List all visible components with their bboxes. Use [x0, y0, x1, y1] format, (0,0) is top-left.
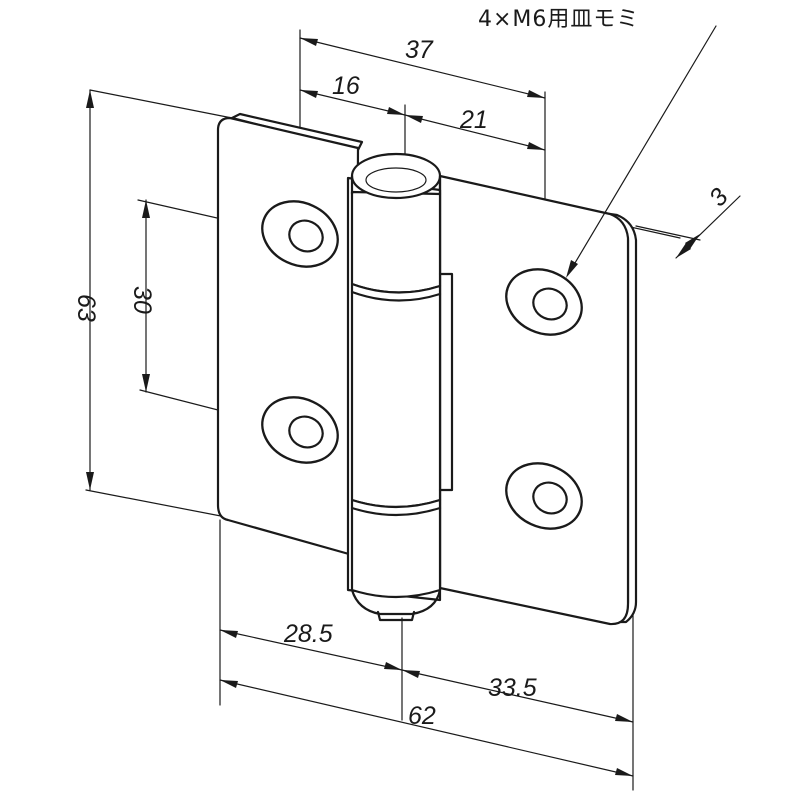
hole-bottom-right — [505, 462, 583, 530]
dim-21-label: 21 — [459, 106, 488, 134]
left-leaf — [216, 116, 360, 558]
hinge-body — [216, 112, 638, 626]
right-leaf — [438, 174, 630, 626]
dimension-lines — [86, 25, 741, 777]
hole-top-right — [505, 268, 583, 336]
dim-63-label: 63 — [72, 294, 100, 322]
dim-3-label: 3 — [704, 183, 734, 212]
dimension-labels: 37 16 21 3 63 30 28.5 33.5 62 4×M6用皿モミ — [72, 7, 734, 730]
knuckle-top — [350, 190, 442, 294]
dim-30-label: 30 — [128, 286, 156, 314]
hole-bottom-left — [261, 396, 339, 464]
dim-37-label: 37 — [405, 36, 434, 64]
hole-top-left — [261, 200, 339, 268]
dim-62-label: 62 — [408, 702, 436, 730]
dim-16-label: 16 — [332, 72, 360, 100]
knuckle-middle — [350, 282, 442, 509]
countersunk-holes — [261, 200, 583, 530]
dim-33-5-label: 33.5 — [488, 674, 537, 702]
hole-spec-callout: 4×M6用皿モミ — [478, 7, 639, 32]
dim-28-5-label: 28.5 — [283, 620, 333, 648]
